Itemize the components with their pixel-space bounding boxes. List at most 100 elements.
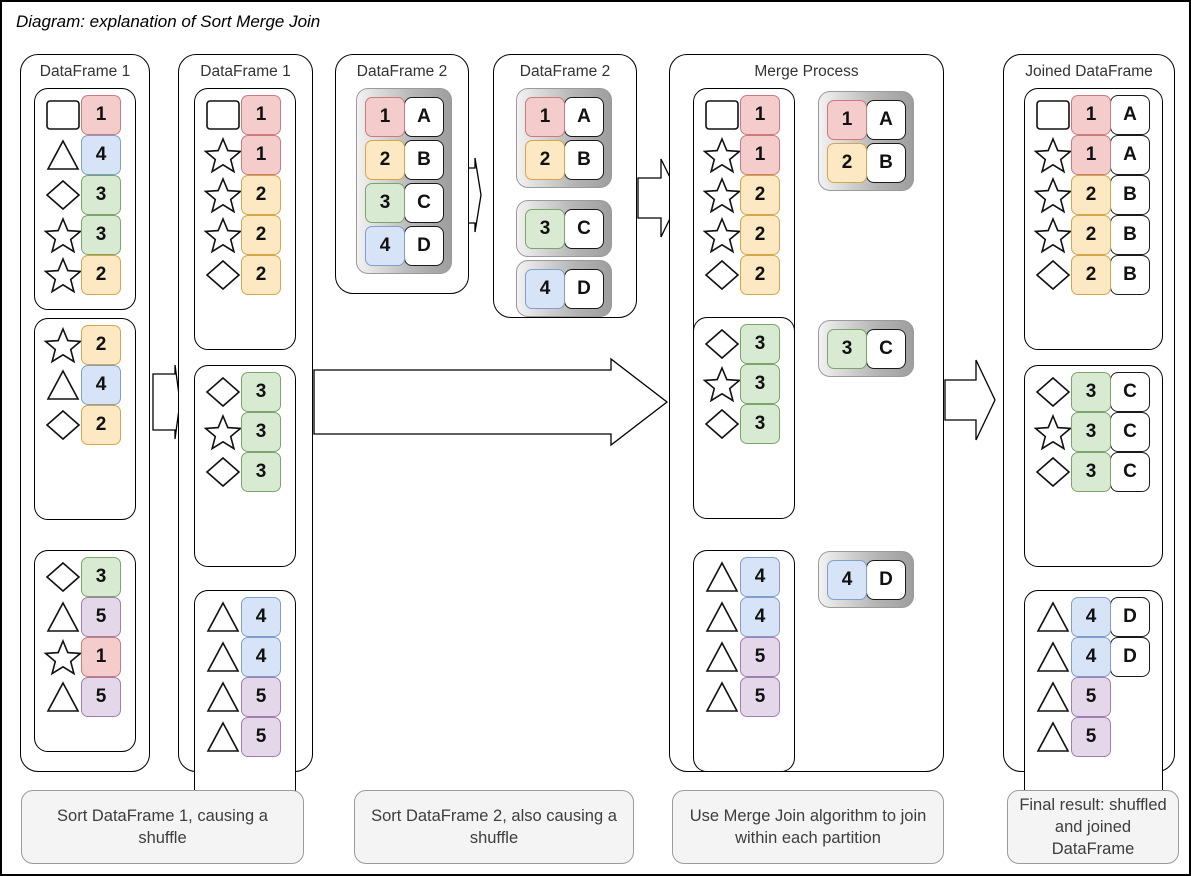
star-icon (702, 175, 742, 215)
data-row[interactable]: 5 (1033, 677, 1111, 717)
data-row[interactable]: 1 (203, 95, 281, 135)
data-row[interactable]: 1 (43, 637, 121, 677)
data-row[interactable]: 4 (702, 597, 780, 637)
data-row[interactable]: 4 (702, 557, 780, 597)
data-row[interactable]: 4 (43, 365, 121, 405)
data-row[interactable]: 2 (203, 215, 281, 255)
key-chip: 5 (81, 677, 121, 717)
data-row[interactable]: 3 (702, 404, 780, 444)
data-row[interactable]: 1 (702, 95, 780, 135)
data-row[interactable]: 2 (203, 255, 281, 295)
data-row[interactable]: 3 (203, 412, 281, 452)
key-chip: 1 (81, 637, 121, 677)
data-row[interactable]: 4 (203, 597, 281, 637)
key-chip: 3 (81, 557, 121, 597)
data-row[interactable]: 5 (43, 677, 121, 717)
data-row[interactable]: 2 (43, 405, 121, 445)
key-chip: 2 (81, 405, 121, 445)
data-row[interactable]: 5 (702, 637, 780, 677)
data-row[interactable]: 3 (43, 215, 121, 255)
data-row[interactable]: 2 (43, 255, 121, 295)
data-row[interactable]: 3 (43, 175, 121, 215)
diamond-icon (203, 452, 243, 492)
data-row[interactable]: 2 (702, 175, 780, 215)
data-row[interactable]: 1 (43, 95, 121, 135)
key-chip: 1 (740, 95, 780, 135)
data-row[interactable]: 2 (702, 255, 780, 295)
data-row[interactable]: 1 (702, 135, 780, 175)
data-row[interactable]: 5 (203, 717, 281, 757)
data-row[interactable]: 2 (203, 175, 281, 215)
shuffle-connector-1 (152, 364, 181, 440)
key-chip: 1 (827, 100, 867, 140)
data-row[interactable]: 4 (43, 135, 121, 175)
value-chip: C (404, 183, 444, 223)
data-row[interactable]: 2 (702, 215, 780, 255)
data-row[interactable]: 3 (702, 364, 780, 404)
data-row[interactable]: 1 (203, 135, 281, 175)
data-row[interactable]: 5 (203, 677, 281, 717)
data-row[interactable]: 3 (203, 372, 281, 412)
data-row[interactable]: 5 (43, 597, 121, 637)
diamond-icon (43, 557, 83, 597)
data-row[interactable]: 3 (702, 324, 780, 364)
stage-title: DataFrame 2 (519, 63, 611, 80)
data-row[interactable]: 5 (1033, 717, 1111, 757)
data-row[interactable]: 3 (43, 557, 121, 597)
data-row[interactable]: 3 (203, 452, 281, 492)
data-row[interactable]: 4 (203, 637, 281, 677)
data-row[interactable]: 2 (43, 325, 121, 365)
key-chip: 2 (241, 215, 281, 255)
data-row[interactable]: 5 (702, 677, 780, 717)
square-icon (1033, 95, 1073, 135)
key-chip: 3 (241, 452, 281, 492)
